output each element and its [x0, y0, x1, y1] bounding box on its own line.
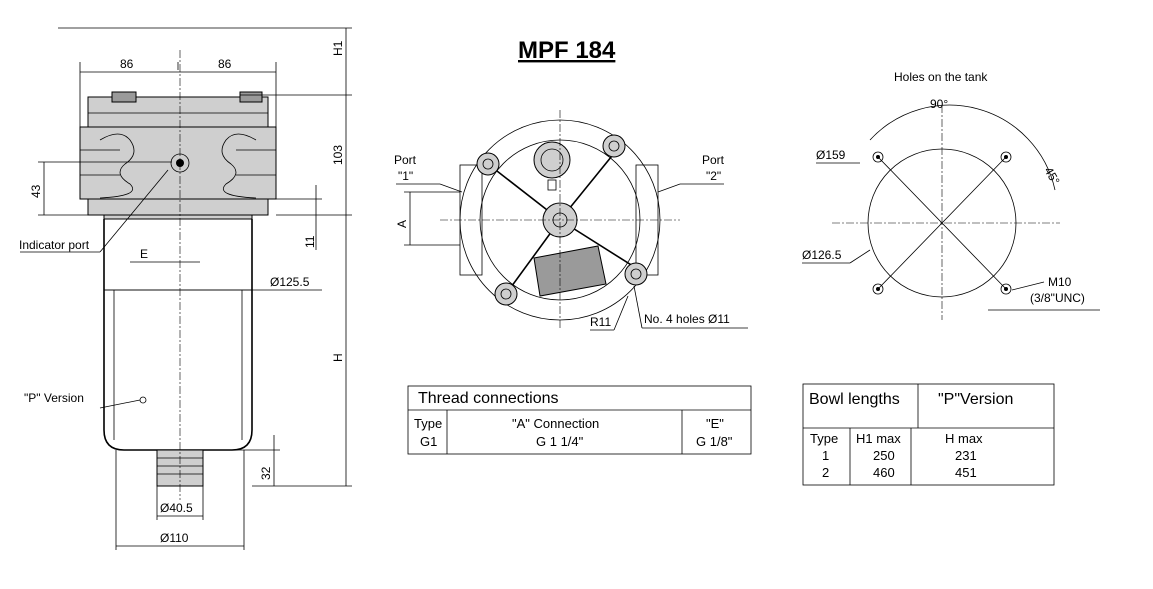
bowl-header-h1: H1 max — [856, 431, 901, 446]
label-port-2-b: "2" — [706, 169, 721, 183]
angle-90: 90° — [930, 97, 948, 111]
label-port-1-b: "1" — [398, 169, 413, 183]
label-m10-b: (3/8"UNC) — [1030, 291, 1085, 305]
dim-h: H — [331, 353, 345, 362]
thread-col3-h2: G 1/8" — [696, 434, 733, 449]
dim-a: A — [395, 220, 409, 228]
side-view: H1 86 86 — [19, 27, 352, 550]
dim-e: E — [140, 247, 148, 261]
dim-86-left: 86 — [120, 57, 134, 71]
thread-connections-table: Thread connections Type G1 "A" Connectio… — [407, 385, 752, 455]
dia-126: Ø126.5 — [802, 248, 842, 262]
bowl-row1-h1: 250 — [873, 448, 895, 463]
label-indicator-port: Indicator port — [19, 238, 90, 252]
dim-40: Ø40.5 — [160, 501, 193, 515]
dim-86-right: 86 — [218, 57, 232, 71]
thread-col1-h1: Type — [414, 416, 442, 431]
tank-view-title: Holes on the tank — [894, 70, 988, 84]
thread-col3-h1: "E" — [706, 416, 724, 431]
bowl-table-title: Bowl lengths — [809, 391, 900, 408]
dim-32: 32 — [259, 466, 273, 480]
bowl-row1-type: 1 — [822, 448, 829, 463]
dim-103: 103 — [331, 145, 345, 165]
thread-table-title: Thread connections — [418, 390, 559, 407]
dim-43: 43 — [29, 184, 43, 198]
label-port-1-a: Port — [394, 153, 417, 167]
bowl-table-title2: "P"Version — [938, 391, 1013, 408]
dim-11: 11 — [303, 235, 317, 248]
label-port-2-a: Port — [702, 153, 725, 167]
bowl-row2-h: 451 — [955, 465, 977, 480]
top-view: A Port "1" Port "2" R11 No. 4 holes Ø11 — [394, 110, 748, 331]
label-r11: R11 — [590, 315, 611, 329]
dim-h1: H1 — [331, 40, 345, 56]
dim-110: Ø110 — [160, 531, 189, 545]
label-holes: No. 4 holes Ø11 — [644, 312, 730, 326]
tank-view: Holes on the tank 90° 45° Ø159 Ø126.5 M1… — [802, 70, 1100, 320]
bowl-row1-h: 231 — [955, 448, 977, 463]
thread-col2-h1: "A" Connection — [512, 416, 599, 431]
bowl-header-h: H max — [945, 431, 983, 446]
bowl-row2-type: 2 — [822, 465, 829, 480]
label-p-version: "P" Version — [24, 391, 84, 405]
label-m10-a: M10 — [1048, 275, 1072, 289]
angle-45: 45° — [1041, 165, 1062, 188]
thread-col2-h2: G 1 1/4" — [536, 434, 584, 449]
bowl-lengths-table: Bowl lengths "P"Version Type H1 max H ma… — [802, 383, 1055, 486]
thread-col1-h2: G1 — [420, 434, 437, 449]
dia-159: Ø159 — [816, 148, 846, 162]
dim-125: Ø125.5 — [270, 275, 310, 289]
bowl-header-type: Type — [810, 431, 838, 446]
drawing-title: MPF 184 — [518, 37, 616, 64]
bowl-row2-h1: 460 — [873, 465, 895, 480]
